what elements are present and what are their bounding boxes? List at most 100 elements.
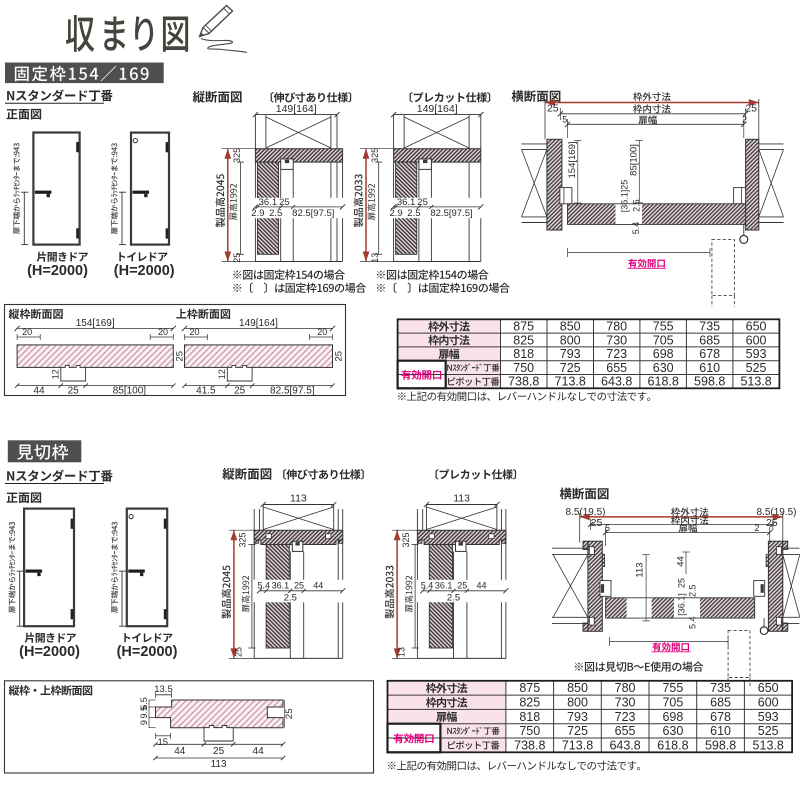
svg-text:25: 25: [233, 647, 243, 657]
svg-text:9: 9: [139, 720, 149, 725]
svg-text:325: 325: [232, 148, 242, 163]
svg-text:730: 730: [606, 333, 627, 347]
svg-text:2: 2: [754, 523, 759, 533]
svg-text:13.5: 13.5: [154, 684, 173, 695]
svg-text:713.8: 713.8: [562, 738, 593, 752]
svg-text:850: 850: [560, 320, 581, 334]
svg-text:25: 25: [234, 386, 246, 397]
svg-text:643.8: 643.8: [609, 738, 640, 752]
svg-text:149[164]: 149[164]: [239, 318, 278, 329]
svg-text:725: 725: [567, 724, 588, 738]
svg-text:780: 780: [606, 320, 627, 334]
svg-text:600: 600: [758, 696, 779, 710]
svg-text:2.5: 2.5: [269, 208, 282, 219]
svg-text:25: 25: [676, 578, 686, 588]
svg-text:[36.1]25: [36.1]25: [619, 180, 629, 213]
svg-text:525: 525: [746, 361, 767, 375]
svg-text:2.5: 2.5: [284, 593, 297, 604]
svg-text:713.8: 713.8: [555, 375, 586, 389]
svg-text:850: 850: [567, 681, 588, 695]
svg-text:750: 750: [513, 361, 534, 375]
svg-text:800: 800: [560, 333, 581, 347]
svg-text:8.5(19.5): 8.5(19.5): [565, 507, 605, 518]
svg-text:755: 755: [653, 320, 674, 334]
svg-text:25: 25: [766, 517, 778, 529]
svg-text:650: 650: [746, 320, 767, 334]
svg-text:44: 44: [174, 746, 186, 757]
svg-text:618.8: 618.8: [657, 738, 688, 752]
svg-text:25: 25: [68, 386, 80, 397]
svg-text:698: 698: [662, 710, 683, 724]
svg-text:113: 113: [635, 562, 646, 577]
svg-text:750: 750: [519, 724, 540, 738]
svg-text:643.8: 643.8: [601, 375, 632, 389]
svg-text:36.1: 36.1: [435, 581, 453, 591]
svg-text:793: 793: [567, 710, 588, 724]
svg-text:825: 825: [513, 333, 534, 347]
svg-text:(H=2000): (H=2000): [117, 644, 178, 660]
svg-text:738.8: 738.8: [508, 375, 539, 389]
svg-text:598.8: 598.8: [694, 375, 725, 389]
svg-text:593: 593: [758, 710, 779, 724]
svg-text:44: 44: [313, 581, 323, 591]
svg-text:25: 25: [457, 581, 467, 591]
svg-text:685: 685: [699, 333, 720, 347]
svg-text:825: 825: [519, 696, 540, 710]
svg-text:780: 780: [615, 681, 636, 695]
svg-text:600: 600: [746, 333, 767, 347]
svg-text:113: 113: [290, 493, 307, 505]
svg-text:20: 20: [189, 327, 199, 337]
svg-text:36.1: 36.1: [259, 197, 278, 208]
svg-text:25: 25: [547, 103, 559, 115]
svg-text:735: 735: [710, 681, 731, 695]
svg-text:25: 25: [334, 351, 345, 362]
svg-text:12: 12: [217, 369, 227, 379]
svg-text:25: 25: [591, 517, 603, 529]
svg-text:818: 818: [513, 347, 534, 361]
svg-text:875: 875: [519, 681, 540, 695]
svg-text:85[100]: 85[100]: [113, 386, 147, 397]
svg-text:149[164]: 149[164]: [276, 103, 317, 115]
svg-text:723: 723: [615, 710, 636, 724]
svg-text:678: 678: [699, 347, 720, 361]
svg-text:13: 13: [370, 253, 380, 263]
svg-text:2.5: 2.5: [407, 208, 420, 219]
svg-text:25: 25: [174, 351, 185, 362]
svg-text:41.5: 41.5: [196, 386, 216, 397]
svg-text:525: 525: [758, 724, 779, 738]
svg-text:113: 113: [211, 759, 227, 770]
svg-text:513.8: 513.8: [740, 375, 771, 389]
svg-text:738.8: 738.8: [514, 738, 545, 752]
svg-text:(H=2000): (H=2000): [114, 263, 175, 279]
svg-text:44: 44: [476, 581, 486, 591]
svg-text:[36.1]: [36.1]: [676, 593, 686, 616]
svg-text:610: 610: [710, 724, 731, 738]
svg-text:793: 793: [560, 347, 581, 361]
svg-text:325: 325: [401, 532, 411, 547]
svg-text:82.5[97.5]: 82.5[97.5]: [430, 208, 472, 219]
svg-text:113: 113: [453, 493, 470, 505]
svg-text:755: 755: [662, 681, 683, 695]
svg-text:85[100]: 85[100]: [629, 144, 640, 176]
svg-text:2.9: 2.9: [251, 208, 264, 219]
svg-text:818: 818: [519, 710, 540, 724]
svg-text:25: 25: [232, 253, 242, 263]
svg-text:2.5: 2.5: [687, 585, 697, 598]
svg-text:678: 678: [710, 710, 731, 724]
svg-text:325: 325: [370, 148, 380, 163]
svg-text:705: 705: [662, 696, 683, 710]
svg-text:725: 725: [560, 361, 581, 375]
svg-text:154[169]: 154[169]: [76, 318, 115, 329]
svg-text:25: 25: [294, 581, 304, 591]
svg-text:655: 655: [606, 361, 627, 375]
svg-text:2.5: 2.5: [447, 593, 460, 604]
svg-text:630: 630: [662, 724, 683, 738]
svg-text:513.8: 513.8: [753, 738, 784, 752]
svg-text:13: 13: [396, 647, 406, 657]
svg-text:5.4: 5.4: [687, 617, 697, 630]
svg-text:610: 610: [699, 361, 720, 375]
svg-text:735: 735: [699, 320, 720, 334]
svg-text:5: 5: [562, 115, 567, 125]
svg-text:15: 15: [158, 737, 169, 748]
svg-text:5.4: 5.4: [631, 222, 641, 235]
